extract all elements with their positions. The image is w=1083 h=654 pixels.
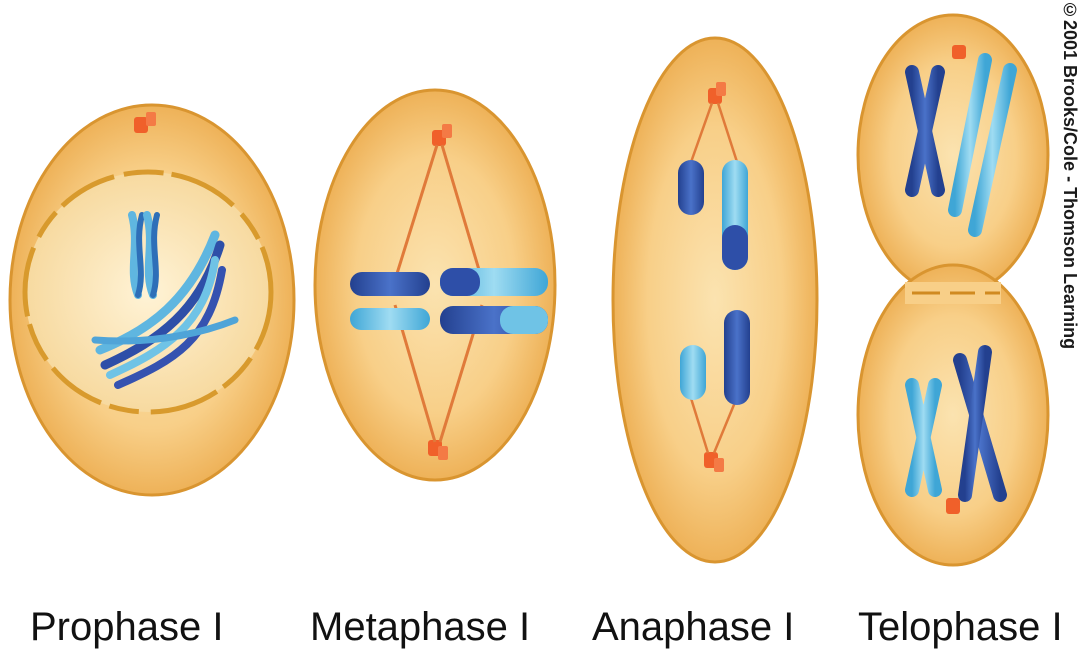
label-metaphase: Metaphase I (310, 600, 530, 654)
copyright-credit: ©2001 Brooks/Cole - Thomson Learning (1046, 0, 1080, 430)
telophase-centrosome-bottom (946, 498, 960, 514)
prophase-cell (10, 105, 294, 495)
label-prophase: Prophase I (30, 600, 223, 654)
label-telophase: Telophase I (858, 600, 1063, 654)
label-anaphase: Anaphase I (592, 600, 794, 654)
anaphase-cell (613, 38, 817, 562)
telophase-centrosome-top (952, 45, 966, 59)
metaphase-cell (315, 90, 555, 480)
telophase-cell (858, 15, 1048, 565)
